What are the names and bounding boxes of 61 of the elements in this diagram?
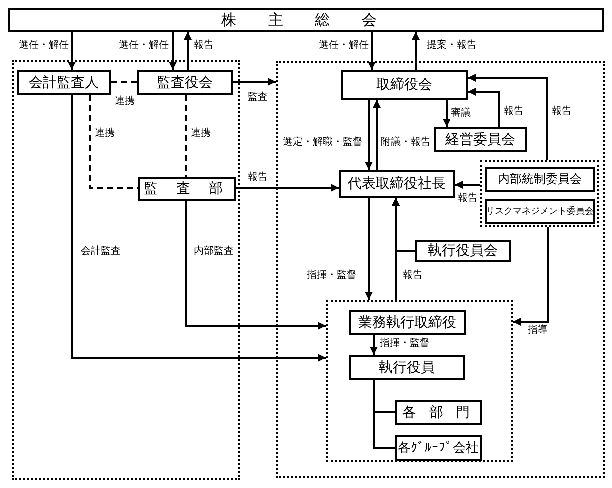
org-box: 各ｸﾞﾙｰﾌﾟ会社 (395, 435, 482, 461)
arrow (368, 32, 376, 70)
org-box: 執行役員会 (415, 240, 511, 262)
org-box: 監査役会 (137, 70, 233, 95)
edge-label: 報告 (503, 106, 525, 118)
org-box: 各 部 門 (395, 400, 482, 425)
edge-label: 選任・解任 (318, 40, 370, 52)
dashed-line (111, 81, 137, 83)
edge-label: 指導 (527, 325, 549, 337)
arrow (185, 201, 326, 330)
arrow (169, 32, 177, 70)
arrow (68, 32, 76, 70)
edge-label: 内部監査 (193, 246, 235, 258)
org-box: 業務執行取締役 (349, 310, 466, 335)
group-frame (276, 61, 605, 478)
org-box: リスクマネジメント委員会 (485, 199, 595, 224)
edge-label: 審議 (450, 108, 472, 120)
dashed-line (89, 95, 138, 189)
arrow (233, 78, 276, 86)
arrow (468, 74, 548, 160)
edge-label: 報告 (402, 270, 424, 282)
edge-label: 報告 (193, 40, 215, 52)
group-frame (480, 160, 599, 227)
arrow (468, 88, 500, 127)
title-bar: 株 主 総 会 (8, 8, 604, 32)
arrow (365, 100, 373, 170)
arrow (513, 227, 549, 326)
edge-label: 選定・解職・監督 (282, 137, 364, 149)
org-box: 経営委員会 (434, 127, 527, 152)
edge-label: 指揮・監督 (379, 338, 431, 350)
arrow (236, 184, 339, 192)
org-box: 監 査 部 (138, 177, 236, 201)
org-box: 会計監査人 (17, 70, 111, 95)
edge-label: 選任・解任 (118, 40, 170, 52)
arrow (71, 95, 326, 362)
dashed-line (185, 95, 187, 177)
edge-label: 指揮・監督 (306, 270, 358, 282)
edge-label: 選任・解任 (18, 40, 70, 52)
arrow (370, 335, 378, 355)
arrow (412, 32, 420, 70)
arrow (365, 198, 373, 300)
edge-label: 連携 (190, 128, 212, 140)
edge-label: 連携 (94, 128, 116, 140)
group-frame (326, 300, 513, 462)
arrow (443, 100, 451, 127)
arrow (184, 32, 192, 70)
edge-label: 連携 (114, 96, 136, 108)
edge-label: 附議・報告 (380, 137, 432, 149)
edge-label: 報告 (247, 172, 269, 184)
edge-label: 提案・報告 (426, 40, 478, 52)
edge-label: 会計監査 (80, 246, 122, 258)
arrow (373, 100, 381, 170)
edge-label: 報告 (551, 106, 573, 118)
org-box: 内部統制委員会 (485, 167, 595, 192)
edge-label: 監査 (247, 92, 269, 104)
org-box: 代表取締役社長 (339, 170, 455, 198)
edge-label: 報告 (457, 193, 479, 205)
arrow (455, 181, 480, 189)
org-box: 執行役員 (349, 355, 465, 380)
org-box: 取締役会 (341, 70, 468, 100)
arrow (392, 198, 400, 300)
